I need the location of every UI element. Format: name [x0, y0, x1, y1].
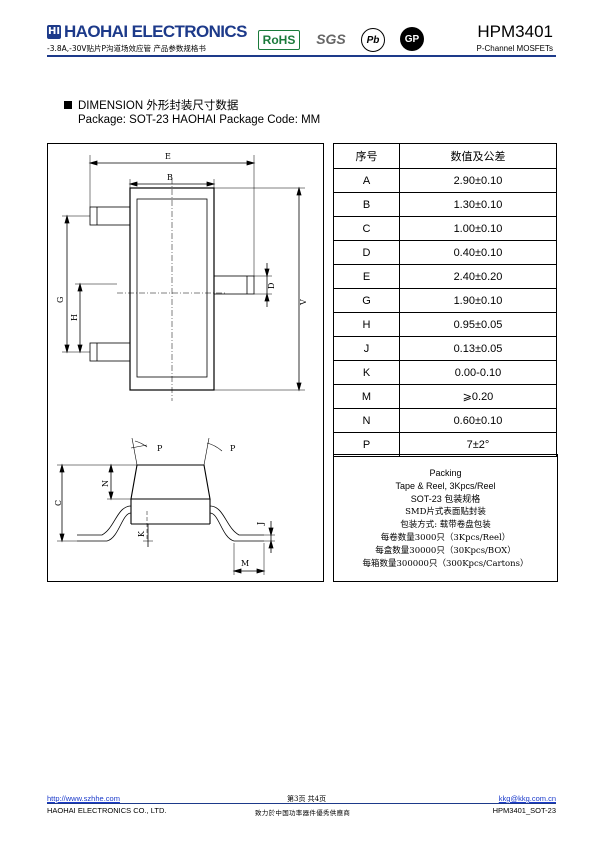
side-lead-left [77, 505, 132, 542]
label-D: D [267, 283, 276, 289]
label-P-left: P [157, 444, 163, 453]
dimension-value: 0.95±0.05 [399, 312, 557, 337]
dimension-key: D [333, 240, 400, 265]
label-M: M [241, 559, 249, 568]
section-title: DIMENSION 外形封装尺寸数据 [64, 97, 238, 113]
packing-line: 每箱数量300000只（300Kpcs/Cartons） [362, 559, 529, 569]
dimension-value: ⩾0.20 [399, 384, 557, 409]
dimension-key: E [333, 264, 400, 289]
package-line: Package: SOT-23 HAOHAI Package Code: MM [78, 114, 321, 126]
dimension-value: 1.00±0.10 [399, 216, 557, 241]
dimension-value: 0.40±0.10 [399, 240, 557, 265]
label-H: H [70, 314, 79, 321]
dimension-key: K [333, 360, 400, 385]
dimension-drawing-frame [47, 143, 324, 582]
dimension-key: G [333, 288, 400, 313]
header-value: 数值及公差 [399, 143, 557, 169]
header-index: 序号 [333, 143, 400, 169]
dimension-value: 0.60±0.10 [399, 408, 557, 433]
packing-line: 包装方式: 载带卷盘包装 [400, 520, 491, 530]
package-outline-drawing: E B G H D V P P C N [54, 152, 308, 575]
dimension-value: 1.30±0.10 [399, 192, 557, 217]
lead-right [213, 275, 255, 295]
dimension-value: 7±2° [399, 432, 557, 457]
dimension-value: 0.00-0.10 [399, 360, 557, 385]
dimension-key: C [333, 216, 400, 241]
lead-bottom-left [89, 342, 131, 362]
dimension-value: 1.90±0.10 [399, 288, 557, 313]
label-C: C [54, 500, 63, 506]
packing-line: 每卷数量3000只（3Kpcs/Reel） [380, 533, 511, 543]
lead-top-left [89, 206, 131, 226]
bullet-square-icon [64, 101, 72, 109]
company-name: HAOHAI ELECTRONICS CO., LTD. [47, 806, 167, 815]
rohs-cert-icon: RoHS [258, 30, 300, 50]
header-divider [47, 55, 556, 57]
brand-logo-icon: HI [47, 25, 61, 39]
document-code: HPM3401_SOT-23 [492, 806, 556, 815]
dimension-key: J [333, 336, 400, 361]
dimension-value: 2.90±0.10 [399, 168, 557, 193]
dimension-value: 0.13±0.05 [399, 336, 557, 361]
dimension-key: A [333, 168, 400, 193]
email-link[interactable]: kkg@kkg.com.cn [498, 794, 556, 803]
packing-line: SOT-23 包装规格 [410, 494, 481, 504]
section-title-text: DIMENSION 外形封装尺寸数据 [78, 100, 239, 112]
side-view-body [130, 464, 211, 500]
table-row: M⩾0.20 [333, 384, 557, 409]
dimension-value: 2.40±0.20 [399, 264, 557, 289]
packing-line: Tape & Reel, 3Kpcs/Reel [395, 481, 496, 491]
dimension-key: H [333, 312, 400, 337]
label-G: G [56, 297, 65, 303]
packing-line: SMD片式表面贴封装 [405, 507, 486, 517]
dimension-key: M [333, 384, 400, 409]
label-E: E [165, 152, 171, 161]
document-subtitle: -3.8A,-30V贴片P沟道场效应管 产品参数规格书 [47, 44, 206, 53]
packing-info-box: Packing Tape & Reel, 3Kpcs/Reel SOT-23 包… [333, 454, 558, 582]
label-B: B [167, 173, 173, 182]
part-type: P-Channel MOSFETs [476, 44, 553, 53]
label-P-right: P [230, 444, 236, 453]
packing-line: Packing [429, 468, 462, 478]
footer-divider [47, 803, 556, 804]
footer-slogan: 致力於中国功率器件優秀供應商 [255, 809, 351, 817]
packing-line: 每盒数量30000只（30Kpcs/BOX） [375, 546, 516, 556]
dimension-key: N [333, 408, 400, 433]
label-V: V [299, 299, 308, 306]
table-header-row: 序号 数值及公差 [333, 143, 557, 169]
label-J: J [256, 522, 265, 526]
label-N: N [101, 480, 110, 487]
sgs-cert-icon: SGS [316, 31, 346, 47]
side-lead-right [209, 505, 264, 542]
dimension-key: P [333, 432, 400, 457]
gp-cert-icon: GP [400, 27, 424, 51]
website-link[interactable]: http://www.szhhe.com [47, 794, 120, 803]
page-indicator: 第3页 共4页 [287, 795, 327, 803]
pb-free-icon: Pb [361, 28, 385, 52]
label-K: K [137, 530, 146, 537]
brand-name: HAOHAI ELECTRONICS [64, 22, 247, 41]
dimension-key: B [333, 192, 400, 217]
part-number: HPM3401 [477, 22, 553, 41]
